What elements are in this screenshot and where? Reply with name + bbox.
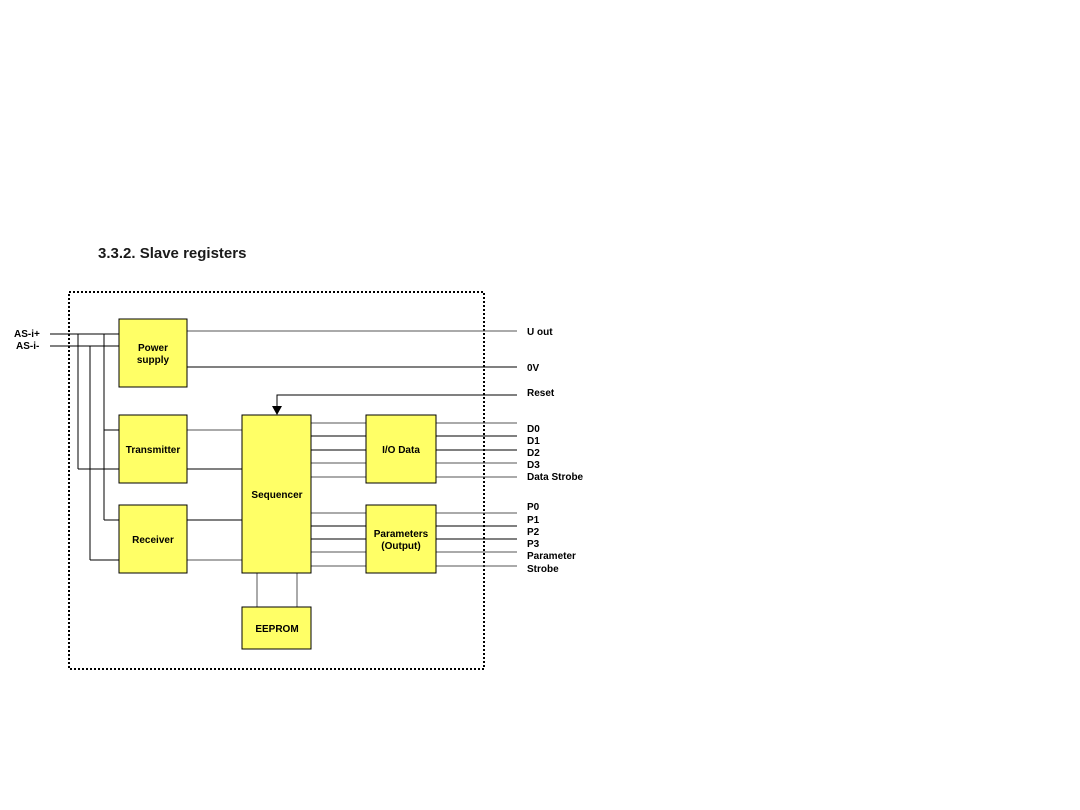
p1-label: P1 <box>527 515 540 526</box>
sequencer-label: Sequencer <box>251 490 302 501</box>
receiver-block: Receiver <box>118 504 188 574</box>
eeprom-label: EEPROM <box>255 624 298 635</box>
io-data-block: I/O Data <box>365 414 437 484</box>
io-output-lines <box>436 422 517 478</box>
eeprom-block: EEPROM <box>241 606 312 650</box>
tx-rx-links <box>187 429 242 561</box>
bus-lines <box>50 333 119 561</box>
seq-param-links <box>311 512 366 567</box>
section-heading: 3.3.2. Slave registers <box>98 245 247 262</box>
d3-label: D3 <box>527 460 540 471</box>
param-output-lines <box>436 512 517 567</box>
bus-minus-label: AS-i- <box>16 341 39 352</box>
sequencer-block: Sequencer <box>241 414 312 574</box>
power-supply-block: Power supply <box>118 318 188 388</box>
parameters-label-2: (Output) <box>381 541 420 552</box>
u-out-label: U out <box>527 327 553 338</box>
power-supply-label-1: Power <box>138 343 168 354</box>
transmitter-label: Transmitter <box>126 445 181 456</box>
seq-io-links <box>311 422 366 478</box>
strobe-label: Strobe <box>527 564 559 575</box>
parameter-label: Parameter <box>527 551 576 562</box>
parameters-block: Parameters (Output) <box>365 504 437 574</box>
p2-label: P2 <box>527 527 540 538</box>
seq-eeprom-links <box>256 573 298 607</box>
d0-label: D0 <box>527 424 540 435</box>
data-strobe-label: Data Strobe <box>527 472 584 483</box>
transmitter-block: Transmitter <box>118 414 188 484</box>
reset-label: Reset <box>527 388 555 399</box>
p0-label: P0 <box>527 502 540 513</box>
d2-label: D2 <box>527 448 540 459</box>
power-supply-label-2: supply <box>137 355 170 366</box>
reset-line <box>272 394 517 415</box>
parameters-label-1: Parameters <box>374 529 429 540</box>
bus-plus-label: AS-i+ <box>14 329 40 340</box>
zero-v-label: 0V <box>527 363 540 374</box>
d1-label: D1 <box>527 436 540 447</box>
io-data-label: I/O Data <box>382 445 420 456</box>
receiver-label: Receiver <box>132 535 174 546</box>
p3-label: P3 <box>527 539 540 550</box>
